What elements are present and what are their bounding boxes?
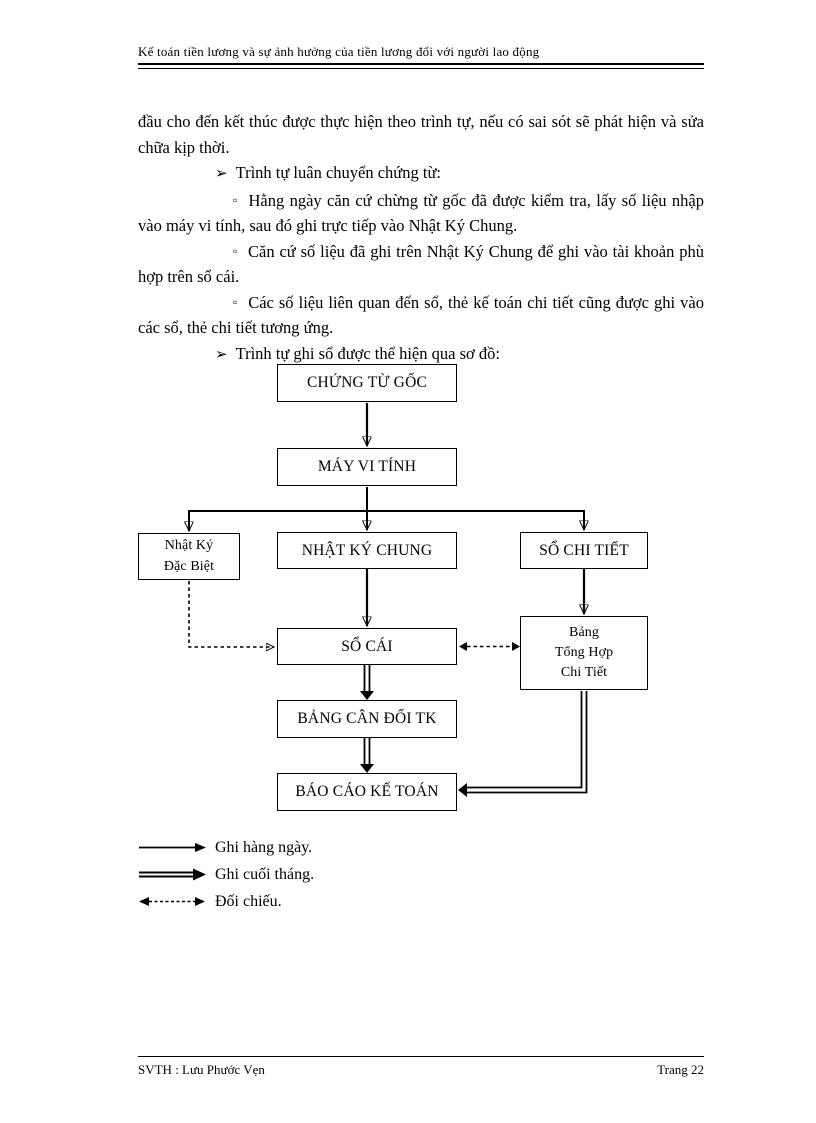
paragraph-sub-3: ▫Các số liệu liên quan đến sổ, thẻ kế to… [138, 290, 704, 341]
box-bang-tong-hop-chi-tiet: Bảng Tổng Hợp Chi Tiết [520, 616, 648, 690]
connector-mayvitinh-split [188, 487, 585, 531]
box-so-chi-tiet: SỔ CHI TIẾT [520, 532, 648, 569]
square-bullet-icon: ▫ [233, 243, 239, 258]
paragraph-sub-1-text: Hằng ngày căn cứ chừng từ gốc đã được ki… [138, 190, 704, 236]
paragraph-intro-text: đầu cho đến kết thúc được thực hiện theo… [138, 112, 704, 157]
paragraph-bullet-2-text: Trình tự ghi sổ được thể hiện qua sơ đồ: [235, 343, 500, 363]
paragraph-sub-2: ▫Căn cứ số liệu đã ghi trên Nhật Ký Chun… [138, 239, 704, 290]
page-header: Kế toán tiền lương và sự ảnh hưởng của t… [138, 44, 704, 69]
header-title: Kế toán tiền lương và sự ảnh hưởng của t… [138, 44, 540, 59]
footer-page-number: Trang 22 [657, 1062, 704, 1077]
page-footer: SVTH : Lưu Phước Vẹn Trang 22 [138, 1056, 704, 1078]
paragraph-sub-2-text: Căn cứ số liệu đã ghi trên Nhật Ký Chung… [138, 241, 704, 287]
dashed-double-headed-arrow-icon [139, 897, 205, 906]
legend-label: Đối chiếu. [215, 892, 282, 910]
box-nhat-ky-chung: NHẬT KÝ CHUNG [277, 532, 457, 569]
arrow-socai-bangtonghop-reconcile [459, 642, 520, 651]
square-bullet-icon: ▫ [233, 192, 239, 207]
box-bang-can-doi-tk: BẢNG CÂN ĐỐI TK [277, 700, 457, 738]
legend-label: Ghi cuối tháng. [215, 865, 315, 883]
box-bao-cao-ke-toan: BÁO CÁO KẾ TOÁN [277, 773, 457, 811]
legend-label: Ghi hàng ngày. [215, 838, 313, 856]
box-so-cai: SỔ CÁI [277, 628, 457, 665]
paragraph-intro: đầu cho đến kết thúc được thực hiện theo… [138, 109, 704, 160]
legend-item-reconcile: Đối chiếu. [138, 888, 314, 915]
legend-item-daily: Ghi hàng ngày. [138, 834, 314, 861]
arrow-nhatkydacbiet-to-socai-dashed [188, 581, 274, 647]
diagram-legend: Ghi hàng ngày. Ghi cuối tháng. Đối chiếu… [138, 834, 314, 915]
box-chung-tu-goc: CHỨNG TỪ GỐC [277, 364, 457, 402]
header-rule [138, 63, 704, 69]
arrow-bangcandoi-to-baocao-double [360, 738, 374, 773]
paragraph-bullet-1-text: Trình tự luân chuyển chứng từ: [235, 163, 441, 182]
arrow-bullet-icon: ➢ [215, 346, 228, 363]
arrow-socai-to-bangcandoi-double [360, 665, 374, 700]
arrow-bangtonghop-to-baocao-double [458, 691, 588, 797]
solid-arrow-icon [139, 843, 206, 852]
double-line-arrow-icon [139, 868, 206, 881]
paragraph-bullet-1: ➢ Trình tự luân chuyển chứng từ: [138, 160, 704, 188]
paragraph-sub-1: ▫Hằng ngày căn cứ chừng từ gốc đã được k… [138, 188, 704, 239]
square-bullet-icon: ▫ [233, 294, 239, 309]
paragraph-sub-3-text: Các số liệu liên quan đến sổ, thẻ kế toá… [138, 292, 704, 338]
arrow-bullet-icon: ➢ [215, 166, 228, 182]
paragraph-bullet-2: ➢ Trình tự ghi sổ được thể hiện qua sơ đồ… [138, 341, 704, 369]
box-nhat-ky-dac-biet: Nhật Ký Đặc Biệt [138, 533, 240, 580]
body-text: đầu cho đến kết thúc được thực hiện theo… [138, 109, 704, 368]
footer-author: SVTH : Lưu Phước Vẹn [138, 1062, 265, 1077]
box-may-vi-tinh: MÁY VI TÍNH [277, 448, 457, 486]
legend-item-month-end: Ghi cuối tháng. [138, 861, 314, 888]
